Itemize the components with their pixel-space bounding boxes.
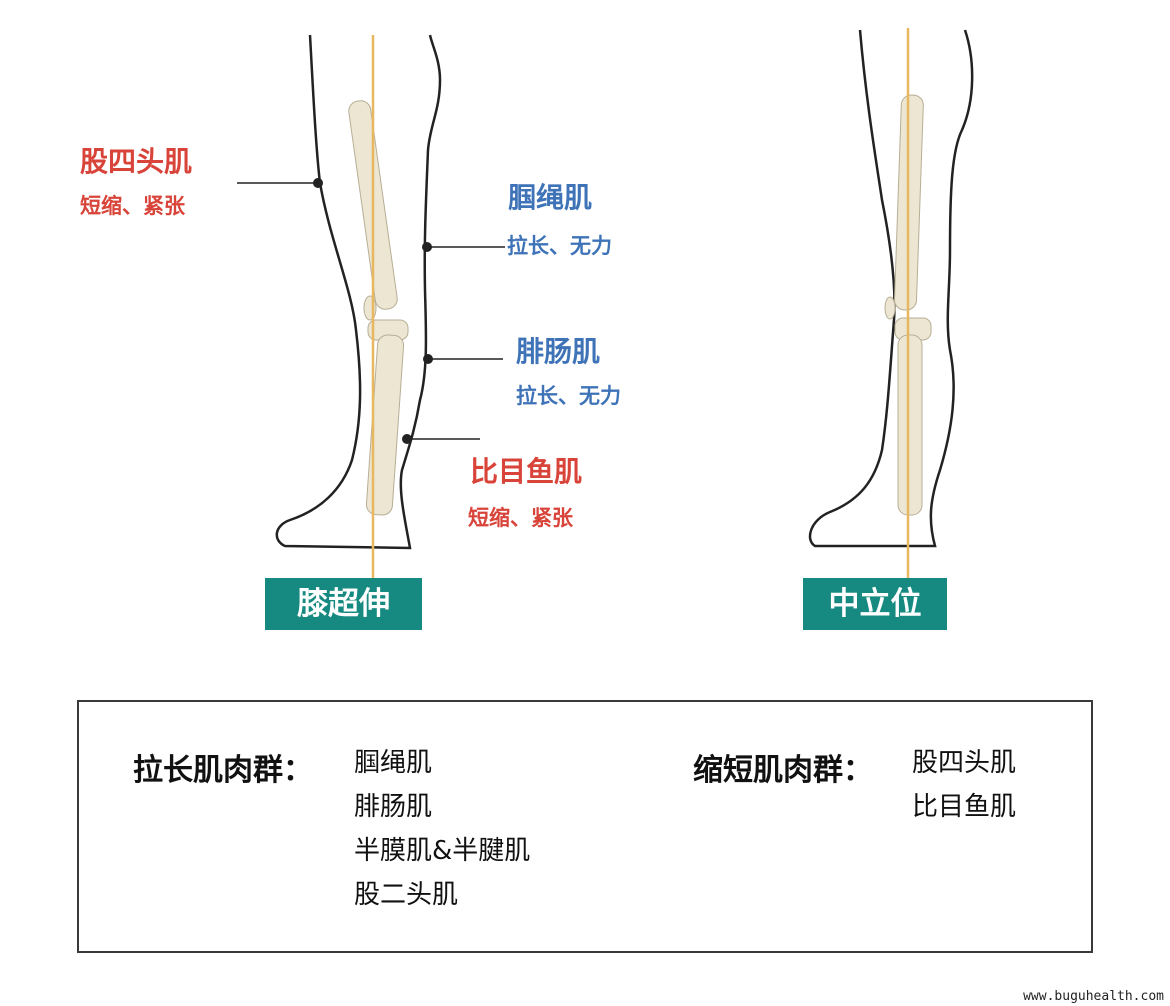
soleus-state: 短缩、紧张 (468, 506, 573, 530)
list-item: 半膜肌&半腱肌 (354, 836, 531, 866)
knee-hyperextension-tag: 膝超伸 (265, 578, 422, 630)
neutral-position-tag: 中立位 (803, 578, 947, 630)
quadriceps-state: 短缩、紧张 (80, 194, 185, 218)
gastrocnemius-state: 拉长、无力 (516, 384, 621, 408)
hamstrings-label: 腘绳肌 (508, 181, 593, 214)
right-leg-neutral (808, 29, 974, 548)
shortened-group-title: 缩短肌肉群： (693, 753, 873, 788)
marker-dots (313, 178, 433, 444)
leader-lines (237, 182, 505, 440)
shortened-list: 股四头肌 比目鱼肌 (912, 741, 1016, 829)
list-item: 比目鱼肌 (912, 792, 1017, 822)
list-item: 腘绳肌 (354, 748, 433, 778)
list-item: 股二头肌 (354, 880, 459, 910)
left-leg-bones (348, 100, 409, 516)
quadriceps-label: 股四头肌 (80, 145, 193, 178)
watermark: www.buguhealth.com (1023, 989, 1164, 1004)
list-item: 股四头肌 (912, 748, 1017, 778)
left-leg-hyperextended (275, 34, 442, 550)
soleus-label: 比目鱼肌 (470, 455, 583, 488)
gastrocnemius-label: 腓肠肌 (516, 335, 601, 368)
list-item: 腓肠肌 (354, 792, 433, 822)
lengthened-list: 腘绳肌 腓肠肌 半膜肌&半腱肌 股二头肌 (354, 741, 530, 917)
hamstrings-state: 拉长、无力 (507, 234, 612, 258)
summary-box (77, 700, 1093, 953)
lengthened-group-title: 拉长肌肉群： (133, 753, 313, 788)
legs-illustration (237, 28, 974, 590)
